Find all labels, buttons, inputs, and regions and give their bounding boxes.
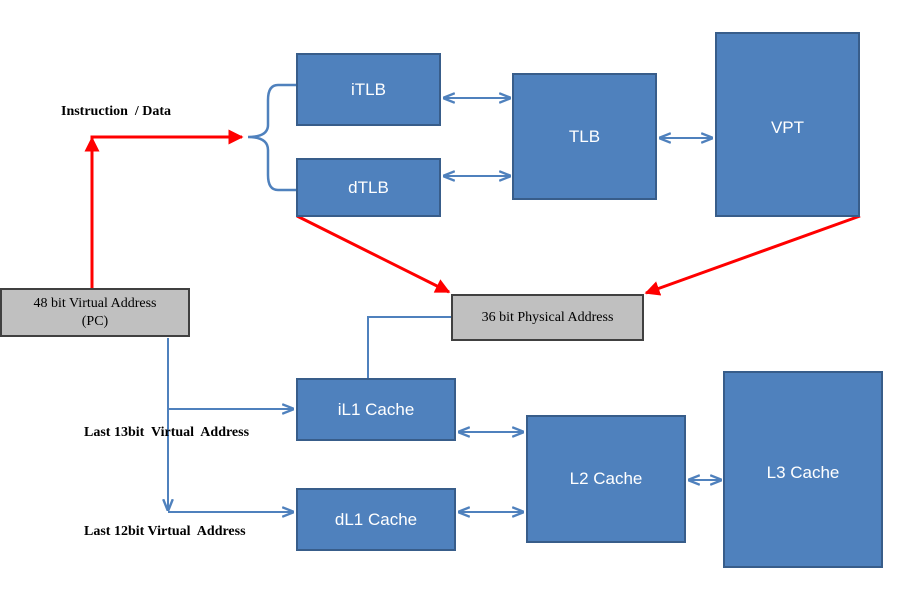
vpt-to-pa-red-arrow bbox=[644, 214, 861, 296]
l3-cache-block: L3 Cache bbox=[723, 371, 883, 568]
l2-cache-block: L2 Cache bbox=[526, 415, 686, 543]
vpt-block: VPT bbox=[715, 32, 860, 217]
virtual-address-block: 48 bit Virtual Address (PC) bbox=[0, 288, 190, 337]
tlb-block: TLB bbox=[512, 73, 657, 200]
itlb-block: iTLB bbox=[296, 53, 441, 126]
last-12bit-label: Last 12bit Virtual Address bbox=[84, 524, 246, 539]
il1-cache-block: iL1 Cache bbox=[296, 378, 456, 441]
dl1-cache-block: dL1 Cache bbox=[296, 488, 456, 551]
last-13bit-label: Last 13bit Virtual Address bbox=[84, 425, 250, 440]
tlb-brace bbox=[247, 83, 296, 192]
instruction-data-label: Instruction / Data bbox=[61, 104, 172, 119]
pa-to-il1-connector bbox=[367, 316, 451, 378]
dtlb-block: dTLB bbox=[296, 158, 441, 217]
physical-address-block: 36 bit Physical Address bbox=[451, 294, 644, 341]
dtlb-to-pa-red-arrow bbox=[296, 214, 451, 294]
va-to-tlb-red-path bbox=[90, 129, 244, 288]
